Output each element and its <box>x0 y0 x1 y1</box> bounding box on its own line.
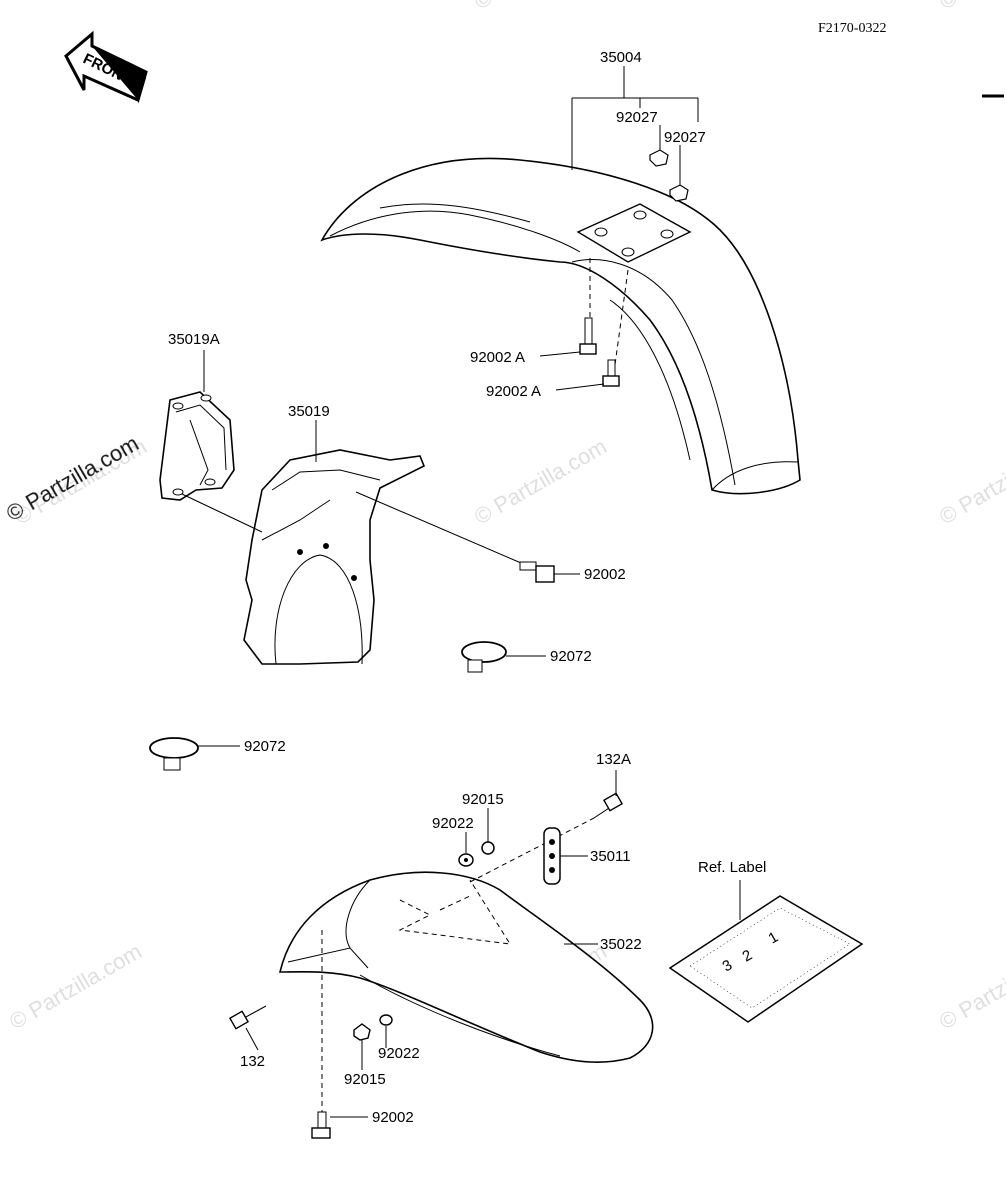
clamp-icon <box>461 641 507 673</box>
washer-icon <box>458 841 495 867</box>
watermark: © Partzilla.com <box>5 939 146 1035</box>
label-35004: 35004 <box>600 49 642 66</box>
drawing-code: F2170-0322 <box>818 21 886 36</box>
fork-guard <box>243 449 426 665</box>
leader-guard-bolt <box>355 491 529 567</box>
watermarks: © Partzilla.com © Partzilla.com © Partzi… <box>5 0 1006 1034</box>
label-132a: 132A <box>596 751 631 768</box>
label-92002-lower: 92002 <box>372 1109 414 1126</box>
bolt-icon <box>579 258 629 387</box>
bolt-icon <box>519 561 555 583</box>
front-fender <box>320 157 801 495</box>
label-132: 132 <box>240 1053 265 1070</box>
watermark-left: © Partzilla.com <box>2 431 143 527</box>
watermark: © Partzilla.com <box>935 0 1006 14</box>
label-92072-right: 92072 <box>550 648 592 665</box>
clamp-icon <box>149 737 199 771</box>
bracket-cover <box>159 391 235 501</box>
label-35022: 35022 <box>600 936 642 953</box>
leader-35004 <box>571 66 699 186</box>
label-92022-lower: 92022 <box>378 1045 420 1062</box>
label-92022-upper: 92022 <box>432 815 474 832</box>
nut-icon <box>649 149 689 202</box>
watermark: © Partzilla.com <box>470 434 611 530</box>
rear-fender <box>278 871 654 1064</box>
label-ref-label: Ref. Label <box>698 859 766 876</box>
label-92002a-1: 92002 A <box>470 349 525 366</box>
label-92015-lower: 92015 <box>344 1071 386 1088</box>
label-35019a: 35019A <box>168 331 220 348</box>
label-92002a-2: 92002 A <box>486 383 541 400</box>
leader-bracket-link <box>181 493 263 533</box>
washer-icon <box>353 1014 393 1041</box>
label-92002-guard: 92002 <box>584 566 626 583</box>
bolt-icon <box>311 1111 331 1139</box>
leader-92002a-1 <box>539 351 581 357</box>
bolt-icon <box>228 1005 267 1030</box>
leader-92002a-2 <box>555 383 605 391</box>
watermark: © Partzilla.com <box>470 0 611 14</box>
label-92027-b: 92027 <box>664 129 706 146</box>
watermark: © Partzilla.com <box>935 434 1006 530</box>
watermark: © Partzilla.com <box>935 939 1006 1035</box>
leader-132 <box>245 1027 259 1051</box>
label-35019: 35019 <box>288 403 330 420</box>
bolt-icon <box>593 792 624 819</box>
label-92072-left: 92072 <box>244 738 286 755</box>
label-92015-upper: 92015 <box>462 791 504 808</box>
label-92027-a: 92027 <box>616 109 658 126</box>
ref-label: 3 2 1 <box>668 895 864 1023</box>
bracket-35011 <box>543 827 561 885</box>
front-arrow-icon: FRONT <box>64 30 148 104</box>
label-35011: 35011 <box>590 848 631 865</box>
